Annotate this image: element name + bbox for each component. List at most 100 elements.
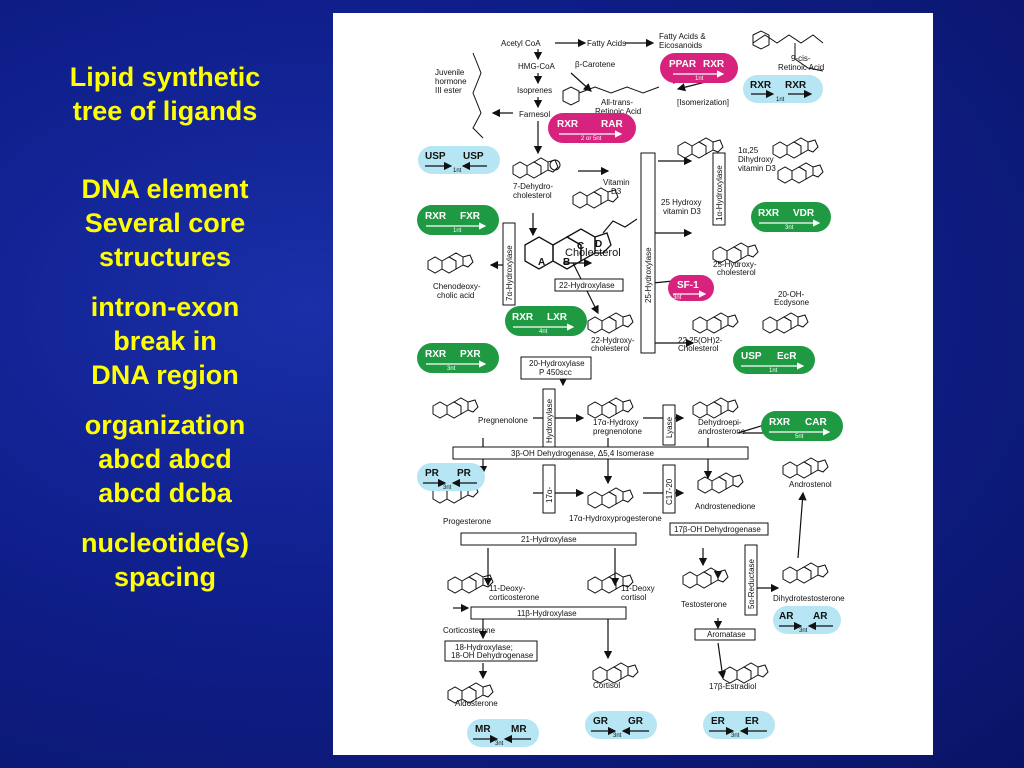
svg-text:5α-Reductase: 5α-Reductase <box>747 558 756 609</box>
svg-text:USP: USP <box>741 351 762 362</box>
enzyme-17a-hydroxylase: Hydroxylase <box>542 388 556 450</box>
label-11-deoxy-c: 11-Deoxy <box>621 584 655 593</box>
label-9cis: 9-cis- <box>791 54 811 63</box>
enzyme-c17-20-lower: C17-20 <box>662 464 676 514</box>
receptor-rxr-pxr: RXR PXR 3nt <box>417 343 499 373</box>
receptor-pills: PPAR RXR 1nt RXR RXR 1nt RXR RAR 2 or 5n… <box>417 53 843 747</box>
ring-d-label: D <box>595 239 602 250</box>
label-1a25: 1α,25 <box>738 146 759 155</box>
svg-text:3nt: 3nt <box>447 366 456 372</box>
ligand-synthesis-figure: Acetyl CoA Fatty Acids Fatty Acids & Eic… <box>333 13 933 755</box>
svg-text:RXR: RXR <box>512 312 534 323</box>
svg-text:RXR: RXR <box>425 211 447 222</box>
svg-text:3nt: 3nt <box>785 225 794 231</box>
label-corticosterone: Corticosterone <box>443 626 496 635</box>
svg-text:C17-20: C17-20 <box>665 478 674 505</box>
svg-text:P 450scc: P 450scc <box>539 368 572 377</box>
structure-all-trans-retinoic <box>562 86 660 106</box>
point-intron-exon: intron-exon break in DNA region <box>90 292 240 390</box>
receptor-er-er: ER ER 3nt <box>703 711 775 739</box>
label-25-vitamin-d3: vitamin D3 <box>663 207 701 216</box>
label-isoprenes: Isoprenes <box>517 86 552 95</box>
label-25-hydroxy: 25 Hydroxy <box>661 198 701 207</box>
svg-text:5nt: 5nt <box>795 434 804 440</box>
enzyme-21-hydroxylase: 21-Hydroxylase <box>460 532 637 546</box>
svg-text:FXR: FXR <box>460 211 481 222</box>
enzyme-22-hydroxylase: 22-Hydroxylase <box>554 278 624 292</box>
svg-text:ER: ER <box>711 716 726 727</box>
svg-text:RAR: RAR <box>601 119 623 130</box>
label-testosterone: Testosterone <box>681 600 727 609</box>
receptor-pr-pr: PR PR 3nt <box>417 463 485 491</box>
receptor-usp-ecr: USP EcR 1nt <box>733 346 815 374</box>
svg-text:GR: GR <box>628 716 644 727</box>
svg-text:RXR: RXR <box>557 119 579 130</box>
svg-text:MR: MR <box>475 724 491 735</box>
svg-text:RXR: RXR <box>785 80 807 91</box>
svg-text:3β-OH Dehydrogenase, Δ5,4 Isom: 3β-OH Dehydrogenase, Δ5,4 Isomerase <box>511 449 654 458</box>
receptor-rxr-rar: RXR RAR 2 or 5nt <box>548 113 636 143</box>
label-farnesol: Farnesol <box>519 110 550 119</box>
label-fatty-acids: Fatty Acids <box>587 39 626 48</box>
svg-text:Hydroxylase: Hydroxylase <box>545 398 554 443</box>
svg-text:LXR: LXR <box>547 312 568 323</box>
svg-text:3nt: 3nt <box>673 295 682 301</box>
svg-text:AR: AR <box>779 611 794 622</box>
svg-text:3nt: 3nt <box>613 733 622 739</box>
label-vitamin: Vitamin <box>603 178 630 187</box>
receptor-rxr-vdr: RXR VDR 3nt <box>751 202 831 232</box>
label-22-25-cholesterol: Cholesterol <box>678 344 719 353</box>
label-hmg-coa: HMG-CoA <box>518 62 556 71</box>
svg-text:11β-Hydroxylase: 11β-Hydroxylase <box>517 609 577 618</box>
svg-text:RXR: RXR <box>758 208 780 219</box>
svg-text:MR: MR <box>511 724 527 735</box>
slide-text-column: Lipid synthetic tree of ligands DNA elem… <box>30 60 300 610</box>
svg-text:17β-OH Dehydrogenase: 17β-OH Dehydrogenase <box>674 525 761 534</box>
svg-text:AR: AR <box>813 611 828 622</box>
label-fatty-acids-eicosanoids-2: Eicosanoids <box>659 41 702 50</box>
receptor-usp-usp: USP USP 1nt <box>418 146 500 174</box>
receptor-gr-gr: GR GR 3nt <box>585 711 657 739</box>
svg-text:USP: USP <box>425 151 446 162</box>
label-corticosterone-11: corticosterone <box>489 593 540 602</box>
receptor-ar-ar: AR AR 3nt <box>773 606 841 634</box>
receptor-rxr-lxr: RXR LXR 4nt <box>505 306 587 336</box>
label-androsterone: androsterone <box>698 427 746 436</box>
label-cholesterol-7: cholesterol <box>513 191 552 200</box>
label-androstenol: Androstenol <box>789 480 832 489</box>
label-juvenile-ester: III ester <box>435 86 462 95</box>
label-22-cholesterol: cholesterol <box>591 344 630 353</box>
label-25-hydroxy-chol: 25-Hydroxy- <box>713 260 757 269</box>
svg-text:RXR: RXR <box>703 59 725 70</box>
svg-text:1α-Hydroxylase: 1α-Hydroxylase <box>715 165 724 221</box>
svg-text:21-Hydroxylase: 21-Hydroxylase <box>521 535 577 544</box>
label-20-oh: 20-OH- <box>778 290 805 299</box>
label-22-hydroxy: 22-Hydroxy- <box>591 336 635 345</box>
svg-text:USP: USP <box>463 151 484 162</box>
label-cholesterol: Cholesterol <box>565 247 621 259</box>
svg-text:7α-Hydroxylase: 7α-Hydroxylase <box>505 245 514 301</box>
label-cholic-acid: cholic acid <box>437 291 474 300</box>
label-chenodeoxy: Chenodeoxy- <box>433 282 481 291</box>
label-vitamin-d3: vitamin D3 <box>738 164 776 173</box>
receptor-rxr-fxr: RXR FXR 1nt <box>417 205 499 235</box>
svg-text:1nt: 1nt <box>453 168 462 174</box>
ring-b-label: B <box>563 257 570 268</box>
structure-juvenile-hormone <box>472 52 484 139</box>
label-cortisol-11: cortisol <box>621 593 647 602</box>
svg-text:RXR: RXR <box>750 80 772 91</box>
steroid-structures <box>427 30 829 704</box>
label-juvenile: Juvenile <box>435 68 465 77</box>
label-pregnenolone-17: pregnenolone <box>593 427 642 436</box>
enzyme-aromatase: Aromatase <box>694 628 756 641</box>
svg-text:3nt: 3nt <box>443 485 452 491</box>
svg-text:1nt: 1nt <box>769 368 778 374</box>
compound-labels: Acetyl CoA Fatty Acids Fatty Acids & Eic… <box>433 32 845 708</box>
slide-title: Lipid synthetic tree of ligands <box>69 62 261 126</box>
svg-text:1nt: 1nt <box>453 228 462 234</box>
structure-cholesterol <box>524 218 638 270</box>
enzyme-1a-hydroxylase: 1α-Hydroxylase <box>712 152 726 226</box>
svg-text:25-Hydroxylase: 25-Hydroxylase <box>644 247 653 303</box>
label-17a-hydroxyprogesterone: 17α-Hydroxyprogesterone <box>569 514 662 523</box>
label-dehydroepi: Dehydroepi- <box>698 418 742 427</box>
